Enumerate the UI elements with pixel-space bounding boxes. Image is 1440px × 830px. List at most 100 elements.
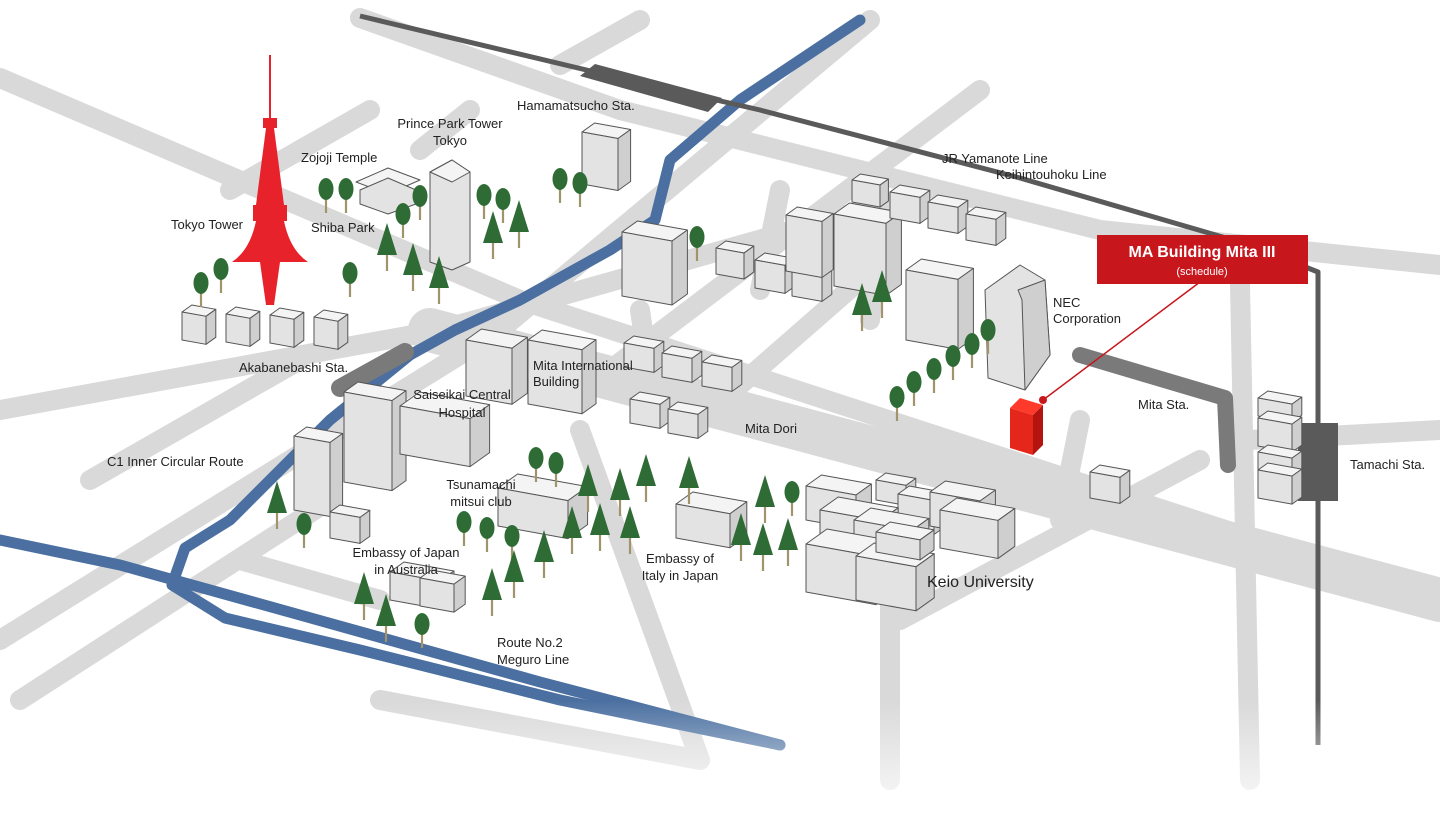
label-jr-yamanote-line: JR Yamanote Line: [942, 151, 1048, 166]
akabanebashi-station-platform: [331, 343, 414, 397]
tree-icon: [479, 517, 495, 539]
tree-icon: [482, 568, 502, 600]
tree-icon: [376, 594, 396, 626]
building-side: [1291, 468, 1303, 505]
tree-icon: [548, 452, 564, 474]
tree-icon: [872, 270, 892, 302]
road: [80, 350, 310, 490]
tree-icon: [338, 178, 354, 200]
rail-stations: [580, 64, 1338, 501]
building-front: [785, 214, 823, 278]
label-embassy-australia: Embassy of Japan: [353, 545, 460, 560]
tree-icon: [679, 456, 699, 488]
tree-icon: [495, 188, 511, 210]
tree-icon: [964, 333, 980, 355]
building-side: [511, 336, 528, 405]
building-side: [1291, 416, 1303, 453]
prince-park-tower-roof: [429, 159, 471, 183]
fade-bottom: [0, 700, 1440, 830]
label-embassy-australia-2: in Australia: [374, 562, 438, 577]
building-front: [905, 269, 959, 350]
label-shiba-park: Shiba Park: [311, 220, 375, 235]
building-front: [889, 191, 921, 224]
building-front: [343, 391, 393, 492]
road: [10, 490, 340, 710]
building-front: [1257, 469, 1293, 505]
tree-icon: [342, 262, 358, 284]
label-hamamatsucho-sta: Hamamatsucho Sta.: [517, 98, 635, 113]
tower-upper-shaft: [256, 128, 284, 205]
building-side: [671, 229, 688, 306]
building-side: [329, 432, 344, 517]
label-mita-international-2: Building: [533, 374, 579, 389]
building-side: [249, 310, 261, 347]
building-side: [617, 128, 632, 191]
road: [0, 10, 880, 650]
label-mita-sta: Mita Sta.: [1138, 397, 1189, 412]
tree-icon: [731, 513, 751, 545]
tree-icon: [689, 226, 705, 248]
road: [220, 100, 380, 200]
ma-building-callout: MA Building Mita III (schedule): [1097, 235, 1308, 284]
tree-icon: [213, 258, 229, 280]
target-building-side: [1033, 405, 1043, 455]
tree-icon: [476, 184, 492, 206]
road: [1230, 275, 1260, 790]
road: [230, 550, 390, 610]
building-front: [927, 201, 959, 234]
building-side: [581, 339, 597, 415]
building-side: [293, 311, 305, 348]
tree-icon: [509, 200, 529, 232]
tree-icon: [620, 506, 640, 538]
mita-station-platform: [1072, 347, 1236, 473]
building-front: [661, 352, 693, 383]
tree-icon: [784, 481, 800, 503]
tree-icon: [377, 223, 397, 255]
building-side: [879, 178, 889, 208]
buildings: [181, 122, 1303, 613]
label-route-no2: Route No.2: [497, 635, 563, 650]
building-side: [337, 313, 349, 350]
road: [690, 270, 870, 430]
building-front: [621, 231, 673, 306]
map-labels: Tokyo Tower Zojoji Temple Shiba Park Pri…: [107, 98, 1425, 667]
road: [550, 10, 650, 75]
tree-icon: [562, 506, 582, 538]
tree-icon: [456, 511, 472, 533]
tree-icon: [403, 243, 423, 275]
label-tsunamachi-2: mitsui club: [450, 494, 511, 509]
label-tokyo-tower: Tokyo Tower: [171, 217, 244, 232]
tree-icon: [578, 464, 598, 496]
tree-icon: [504, 525, 520, 547]
building-side: [205, 308, 217, 345]
tree-icon: [980, 319, 996, 341]
label-nec-2: Corporation: [1053, 311, 1121, 326]
road: [1050, 410, 1090, 530]
label-tsunamachi: Tsunamachi: [446, 477, 515, 492]
tree-icon: [318, 178, 334, 200]
nec-building-side: [1017, 279, 1051, 391]
building-front: [715, 247, 745, 280]
label-tamachi-sta: Tamachi Sta.: [1350, 457, 1425, 472]
label-keihintouhoku-line: Keihintouhoku Line: [996, 167, 1107, 182]
mita-dori-road: [408, 308, 1440, 622]
building-side: [821, 212, 834, 278]
road: [0, 190, 910, 420]
building-front: [667, 408, 699, 439]
label-c1-route: C1 Inner Circular Route: [107, 454, 244, 469]
callout-box: [1097, 235, 1308, 284]
label-zojoji-temple: Zojoji Temple: [301, 150, 377, 165]
tree-icon: [429, 256, 449, 288]
tree-icon: [534, 530, 554, 562]
callout-title: MA Building Mita III: [1129, 244, 1276, 261]
tree-icon: [926, 358, 942, 380]
tree-icon: [572, 172, 588, 194]
label-embassy-italy-2: Italy in Japan: [642, 568, 719, 583]
callout-subtitle: (schedule): [1176, 266, 1227, 278]
tree-icon: [590, 503, 610, 535]
building-front: [313, 316, 339, 350]
label-keio-university: Keio University: [927, 574, 1034, 591]
building-side: [1119, 469, 1131, 504]
subway-stations: [331, 343, 1236, 473]
tower-top-deck: [263, 118, 277, 128]
